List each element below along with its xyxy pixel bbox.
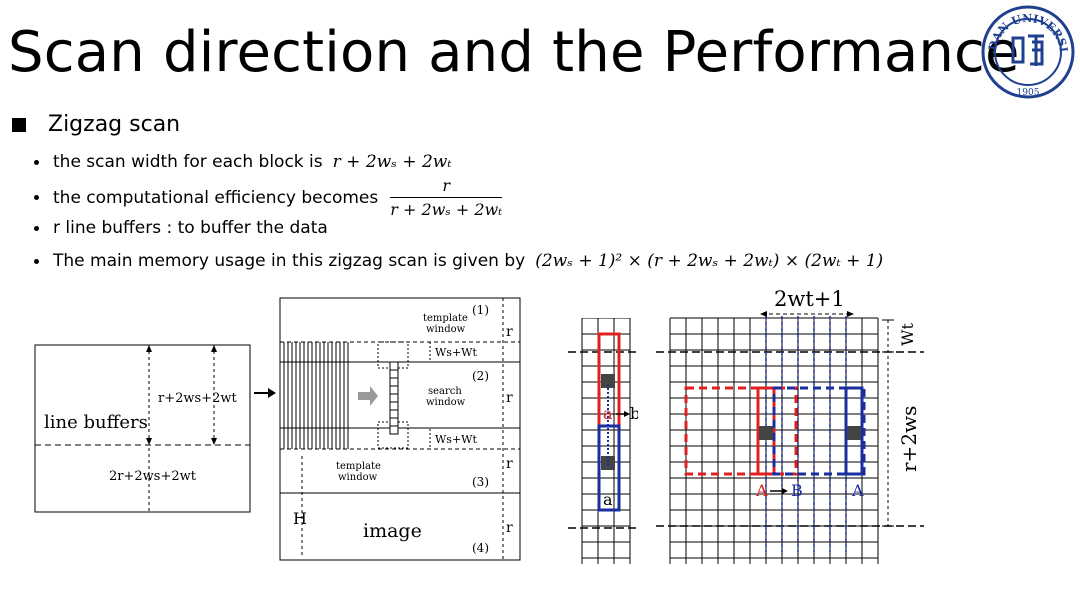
fig2-band-2: (2): [472, 369, 489, 383]
bullet-1: the scan width for each block is r + 2wₛ…: [34, 152, 452, 172]
bullet-dot-icon: [34, 195, 39, 200]
fig2-search-2: window: [426, 397, 466, 408]
fig4-A2: A: [851, 481, 864, 500]
zigzag-narrow-grid: a b a: [568, 318, 638, 564]
fraction-numerator: r: [442, 176, 451, 195]
fig2-band-1: (1): [472, 303, 489, 317]
page-title: Scan direction and the Performance: [8, 20, 1020, 85]
fig1-bottom-label: 2r+2ws+2wt: [109, 469, 197, 484]
fraction-denominator: r + 2wₛ + 2wₜ: [390, 197, 503, 219]
fig2-search: search: [428, 386, 462, 397]
fig2-r-4: r: [506, 520, 513, 536]
fig2-band-4: (4): [472, 541, 489, 555]
logo-top-text: FUDAN UNIVERSITY: [980, 4, 1070, 53]
fig2-template-bot-2: window: [338, 472, 378, 483]
fig4-wt: Wt: [898, 323, 917, 346]
bullet-text: the computational efficiency becomes: [53, 187, 379, 208]
line-buffers-diagram: r+2ws+2wt line buffers 2r+2ws+2wt: [34, 344, 251, 513]
logo-year: 1905: [1017, 88, 1040, 98]
bullet-2: the computational efficiency becomes r r…: [34, 176, 503, 219]
fig3-a-bottom: a: [603, 490, 613, 509]
fig2-ws-wt-bot: Ws+Wt: [435, 433, 477, 446]
fig2-H: H: [293, 509, 307, 528]
section-label: Zigzag scan: [48, 112, 181, 137]
square-bullet-icon: [12, 117, 26, 132]
fig2-template-top: template: [423, 313, 468, 324]
bullet-text: r line buffers : to buffer the data: [53, 218, 328, 238]
formula: r + 2wₛ + 2wₜ: [332, 152, 452, 172]
fraction: r r + 2wₛ + 2wₜ: [390, 176, 503, 219]
fig4-r2ws: r+2ws: [897, 406, 921, 472]
fig4-top-label: 2wt+1: [774, 287, 845, 311]
fig2-band-3: (3): [472, 475, 489, 489]
right-arrow-icon: [254, 388, 276, 398]
fig3-b: b: [630, 404, 638, 423]
bullet-dot-icon: [34, 258, 39, 264]
bullet-3: r line buffers : to buffer the data: [34, 218, 328, 238]
bullet-text: the scan width for each block is: [53, 152, 323, 172]
fig2-template-bot: template: [336, 461, 381, 472]
bullet-text: The main memory usage in this zigzag sca…: [53, 251, 526, 271]
fig2-template-top-2: window: [426, 324, 466, 335]
fig2-r-2: r: [506, 390, 513, 406]
section-heading: Zigzag scan: [12, 112, 180, 137]
fig4-B: B: [791, 481, 803, 500]
fig2-ws-wt-top: Ws+Wt: [435, 346, 477, 359]
fig2-r-3: r: [506, 456, 513, 472]
fig4-A1: A: [755, 481, 768, 500]
fig2-r-1: r: [506, 324, 513, 340]
bullet-dot-icon: [34, 225, 39, 231]
fig3-a-top: a: [603, 404, 613, 423]
formula: (2wₛ + 1)² × (r + 2wₛ + 2wₜ) × (2wₜ + 1): [535, 251, 884, 271]
zigzag-wide-grid: A B A 2wt+1 Wt r+2ws: [656, 287, 924, 564]
bullet-dot-icon: [34, 159, 39, 165]
image-bands-diagram: template window search window template w…: [279, 297, 521, 561]
bullet-4: The main memory usage in this zigzag sca…: [34, 251, 883, 271]
university-logo: FUDAN UNIVERSITY 1905: [980, 4, 1075, 99]
fig2-image: image: [363, 520, 422, 542]
fig1-main-label: line buffers: [44, 412, 148, 433]
fig1-top-label: r+2ws+2wt: [158, 391, 237, 406]
svg-text:FUDAN UNIVERSITY: FUDAN UNIVERSITY: [980, 4, 1070, 53]
